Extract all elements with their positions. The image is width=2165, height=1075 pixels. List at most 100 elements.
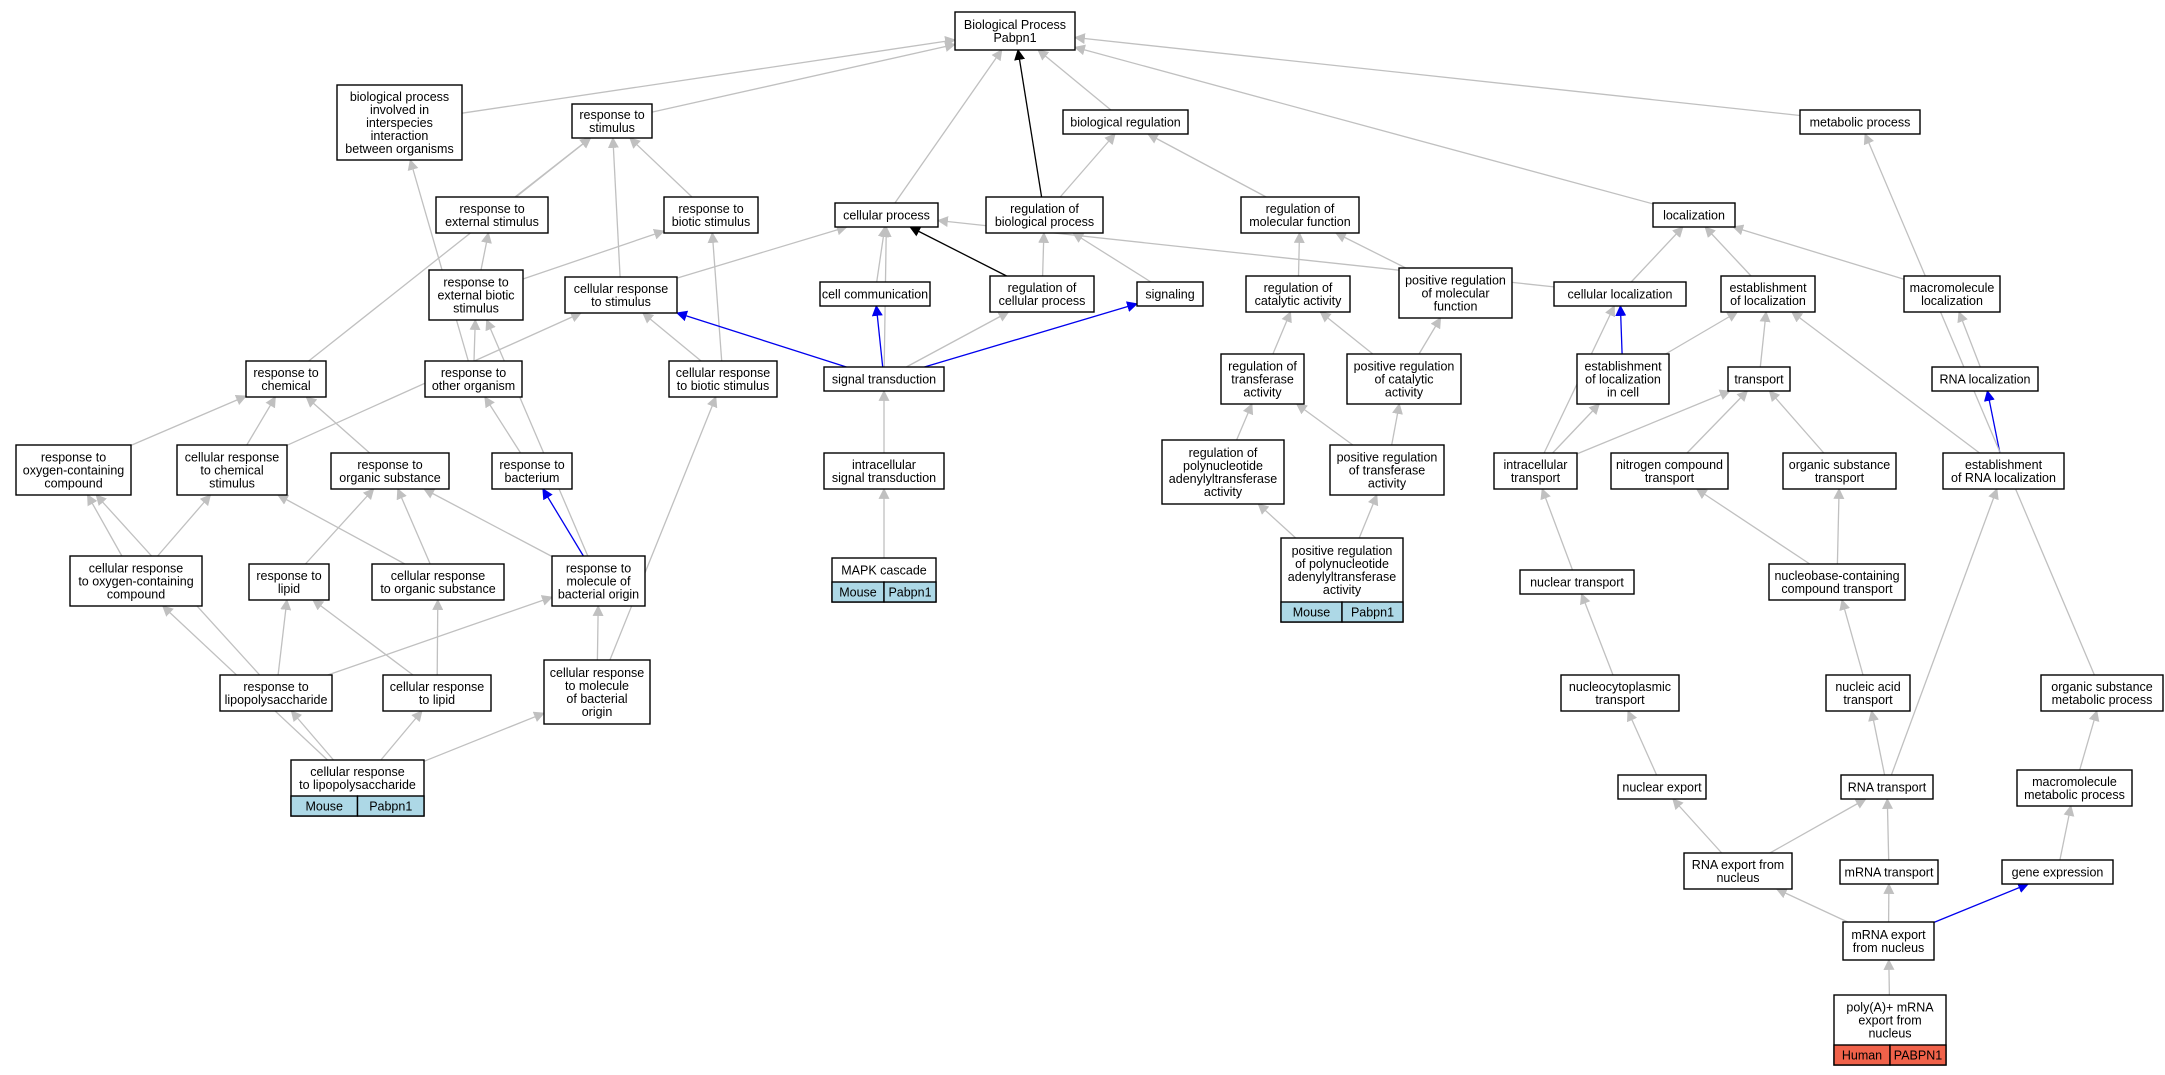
edge-response-lipid-to-response-organic-substance (304, 488, 375, 565)
species-label: Mouse (839, 586, 877, 600)
node-transport[interactable]: transport (1727, 366, 1791, 392)
node-label-line: macromolecule (1910, 281, 1995, 295)
node-box (2001, 859, 2114, 885)
edge-transport-to-establishment-localization (1759, 310, 1771, 368)
edge-cellular-response-oxygen-compound-to-cellular-response-chemical-stimulus (157, 494, 212, 557)
node-label-line: of molecular (1421, 287, 1489, 301)
node-rna-transport[interactable]: RNA transport (1840, 774, 1934, 800)
edge-rna-export-nucleus-to-nuclear-export (1672, 798, 1723, 854)
node-rna-localization[interactable]: RNA localization (1931, 366, 2039, 392)
node-label-line: to lipopolysaccharide (299, 778, 416, 792)
node-label-line: MAPK cascade (841, 564, 927, 578)
edge-response-organic-substance-to-response-chemical (305, 396, 371, 454)
node-label-line: to lipid (419, 693, 455, 707)
node-label-line: adenylyltransferase (1169, 472, 1277, 486)
node-box (1161, 439, 1285, 505)
edge-cellular-response-biotic-stimulus-to-response-biotic-stimulus (707, 231, 723, 362)
edge-regulation-biological-process-to-biological-regulation (1059, 133, 1116, 198)
node-localization[interactable]: localization (1652, 202, 1736, 228)
node-regulation-polynucleotide-adenylyltransferase[interactable]: regulation ofpolynucleotideadenylyltrans… (1161, 439, 1285, 505)
node-signal-transduction[interactable]: signal transduction (823, 366, 945, 392)
node-cellular-process[interactable]: cellular process (834, 202, 939, 228)
node-nuclear-transport[interactable]: nuclear transport (1519, 569, 1635, 595)
species-label: Mouse (305, 800, 343, 814)
node-box (1617, 774, 1707, 800)
edge-cellular-response-lipid-to-response-lipid (312, 599, 414, 676)
node-gene-expression[interactable]: gene expression (2001, 859, 2114, 885)
edge-biological-regulation-to-biological-process (1037, 49, 1112, 111)
node-nuclear-export[interactable]: nuclear export (1617, 774, 1707, 800)
node-label-line: of bacterial (566, 692, 627, 706)
node-label-line: regulation of (1008, 281, 1077, 295)
node-metabolic-process[interactable]: metabolic process (1799, 109, 1921, 135)
node-box (1245, 275, 1351, 313)
species-gene-cell: PABPN1 (1889, 1044, 1947, 1066)
node-label-line: external biotic (437, 289, 514, 303)
node-box (1136, 281, 1204, 307)
node-label-line: cellular response (185, 451, 280, 465)
edge-positive-regulation-catalytic-activity-to-positive-regulation-molecular-function (1418, 317, 1442, 355)
edge-response-molecule-bacterial-origin-to-response-bacterium (542, 488, 584, 557)
edge-positive-regulation-transferase-activity-to-regulation-transferase-activity (1295, 403, 1354, 446)
node-signaling[interactable]: signaling (1136, 281, 1204, 307)
node-biological-regulation[interactable]: biological regulation (1062, 109, 1189, 135)
edge-cellular-response-lipopolysaccharide-to-response-lipopolysaccharide (290, 710, 334, 761)
node-cellular-localization[interactable]: cellular localization (1553, 281, 1687, 307)
species-label: Mouse (1293, 606, 1331, 620)
node-label-line: export from (1858, 1014, 1921, 1028)
node-cell-communication[interactable]: cell communication (819, 281, 931, 307)
node-box (1842, 921, 1935, 961)
node-label-line: cell communication (822, 288, 928, 302)
node-mrna-transport[interactable]: mRNA transport (1839, 859, 1939, 885)
node-box (571, 103, 653, 139)
